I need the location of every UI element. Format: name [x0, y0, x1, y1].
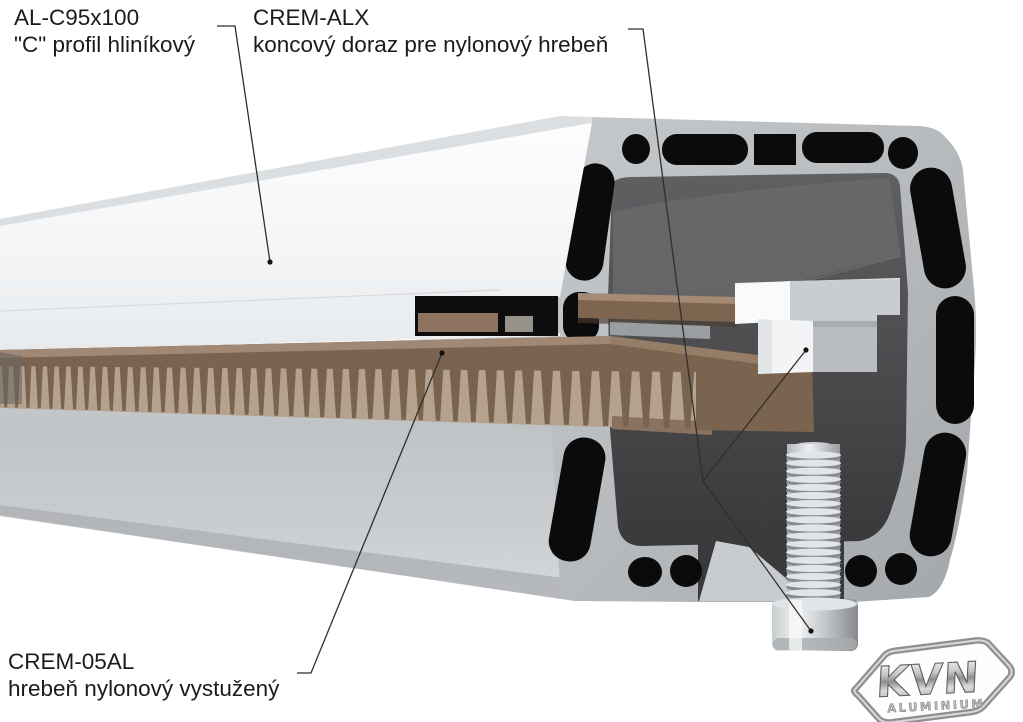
- nylon-rack: [0, 293, 814, 435]
- profile-bottom-edge-shadow: [0, 505, 700, 601]
- rack-body: [0, 336, 814, 432]
- rack-top-bar-top: [578, 293, 737, 304]
- end-stop: [735, 278, 900, 374]
- kvn-logo-brand: KVN: [875, 653, 981, 707]
- rack-body-top-strip: [0, 336, 610, 358]
- callout-endstop: CREM-ALX koncový doraz pre nylonový hreb…: [253, 4, 608, 58]
- screw-head-band: [773, 638, 857, 650]
- leader-endstop: [628, 28, 812, 632]
- rack-channel-block: [505, 316, 533, 332]
- profile-top-face: [0, 123, 592, 351]
- end-stop-top-right: [790, 279, 900, 321]
- end-stop-top-front: [735, 281, 790, 324]
- callout-rack-code: CREM-05AL: [8, 649, 135, 674]
- rack-teeth: [2, 365, 695, 429]
- rack-left-end-shadow: [0, 352, 22, 404]
- profile-top-face-breakline: [0, 289, 501, 312]
- kvn-logo: KVN ALUMINIUM: [851, 637, 1015, 722]
- leader-profile: [217, 25, 271, 263]
- callout-profile: AL-C95x100 "C" profil hliníkový: [14, 4, 195, 58]
- fixing-screw: [772, 442, 858, 651]
- screw-threads: [786, 451, 841, 604]
- leader-rack: [297, 352, 443, 674]
- callout-rack-desc: hrebeň nylonový vystužený: [8, 676, 280, 701]
- rack-upper-flange: [418, 313, 498, 332]
- profile-top-sliver: [0, 116, 592, 227]
- callout-rack: CREM-05AL hrebeň nylonový vystužený: [8, 648, 279, 702]
- callout-endstop-desc: koncový doraz pre nylonový hrebeň: [253, 32, 609, 57]
- callout-profile-desc: "C" profil hliníkový: [14, 32, 196, 57]
- kvn-logo-badge-inner: [853, 639, 1013, 722]
- screw-head-top: [773, 597, 857, 611]
- screw-head-highlight: [789, 600, 802, 650]
- leader-lines: [217, 25, 812, 674]
- callout-endstop-code: CREM-ALX: [253, 5, 370, 30]
- rack-gray-spacer: [610, 322, 710, 339]
- bottom-opening-lip: [699, 541, 813, 601]
- kvn-logo-subtitle: ALUMINIUM: [887, 696, 986, 715]
- callout-profile-code: AL-C95x100: [14, 5, 140, 30]
- leader-dots: [267, 259, 814, 634]
- end-stop-lower-block-shade: [758, 319, 772, 374]
- end-stop-stem: [813, 321, 877, 372]
- rack-top-bar-shadow: [578, 318, 737, 327]
